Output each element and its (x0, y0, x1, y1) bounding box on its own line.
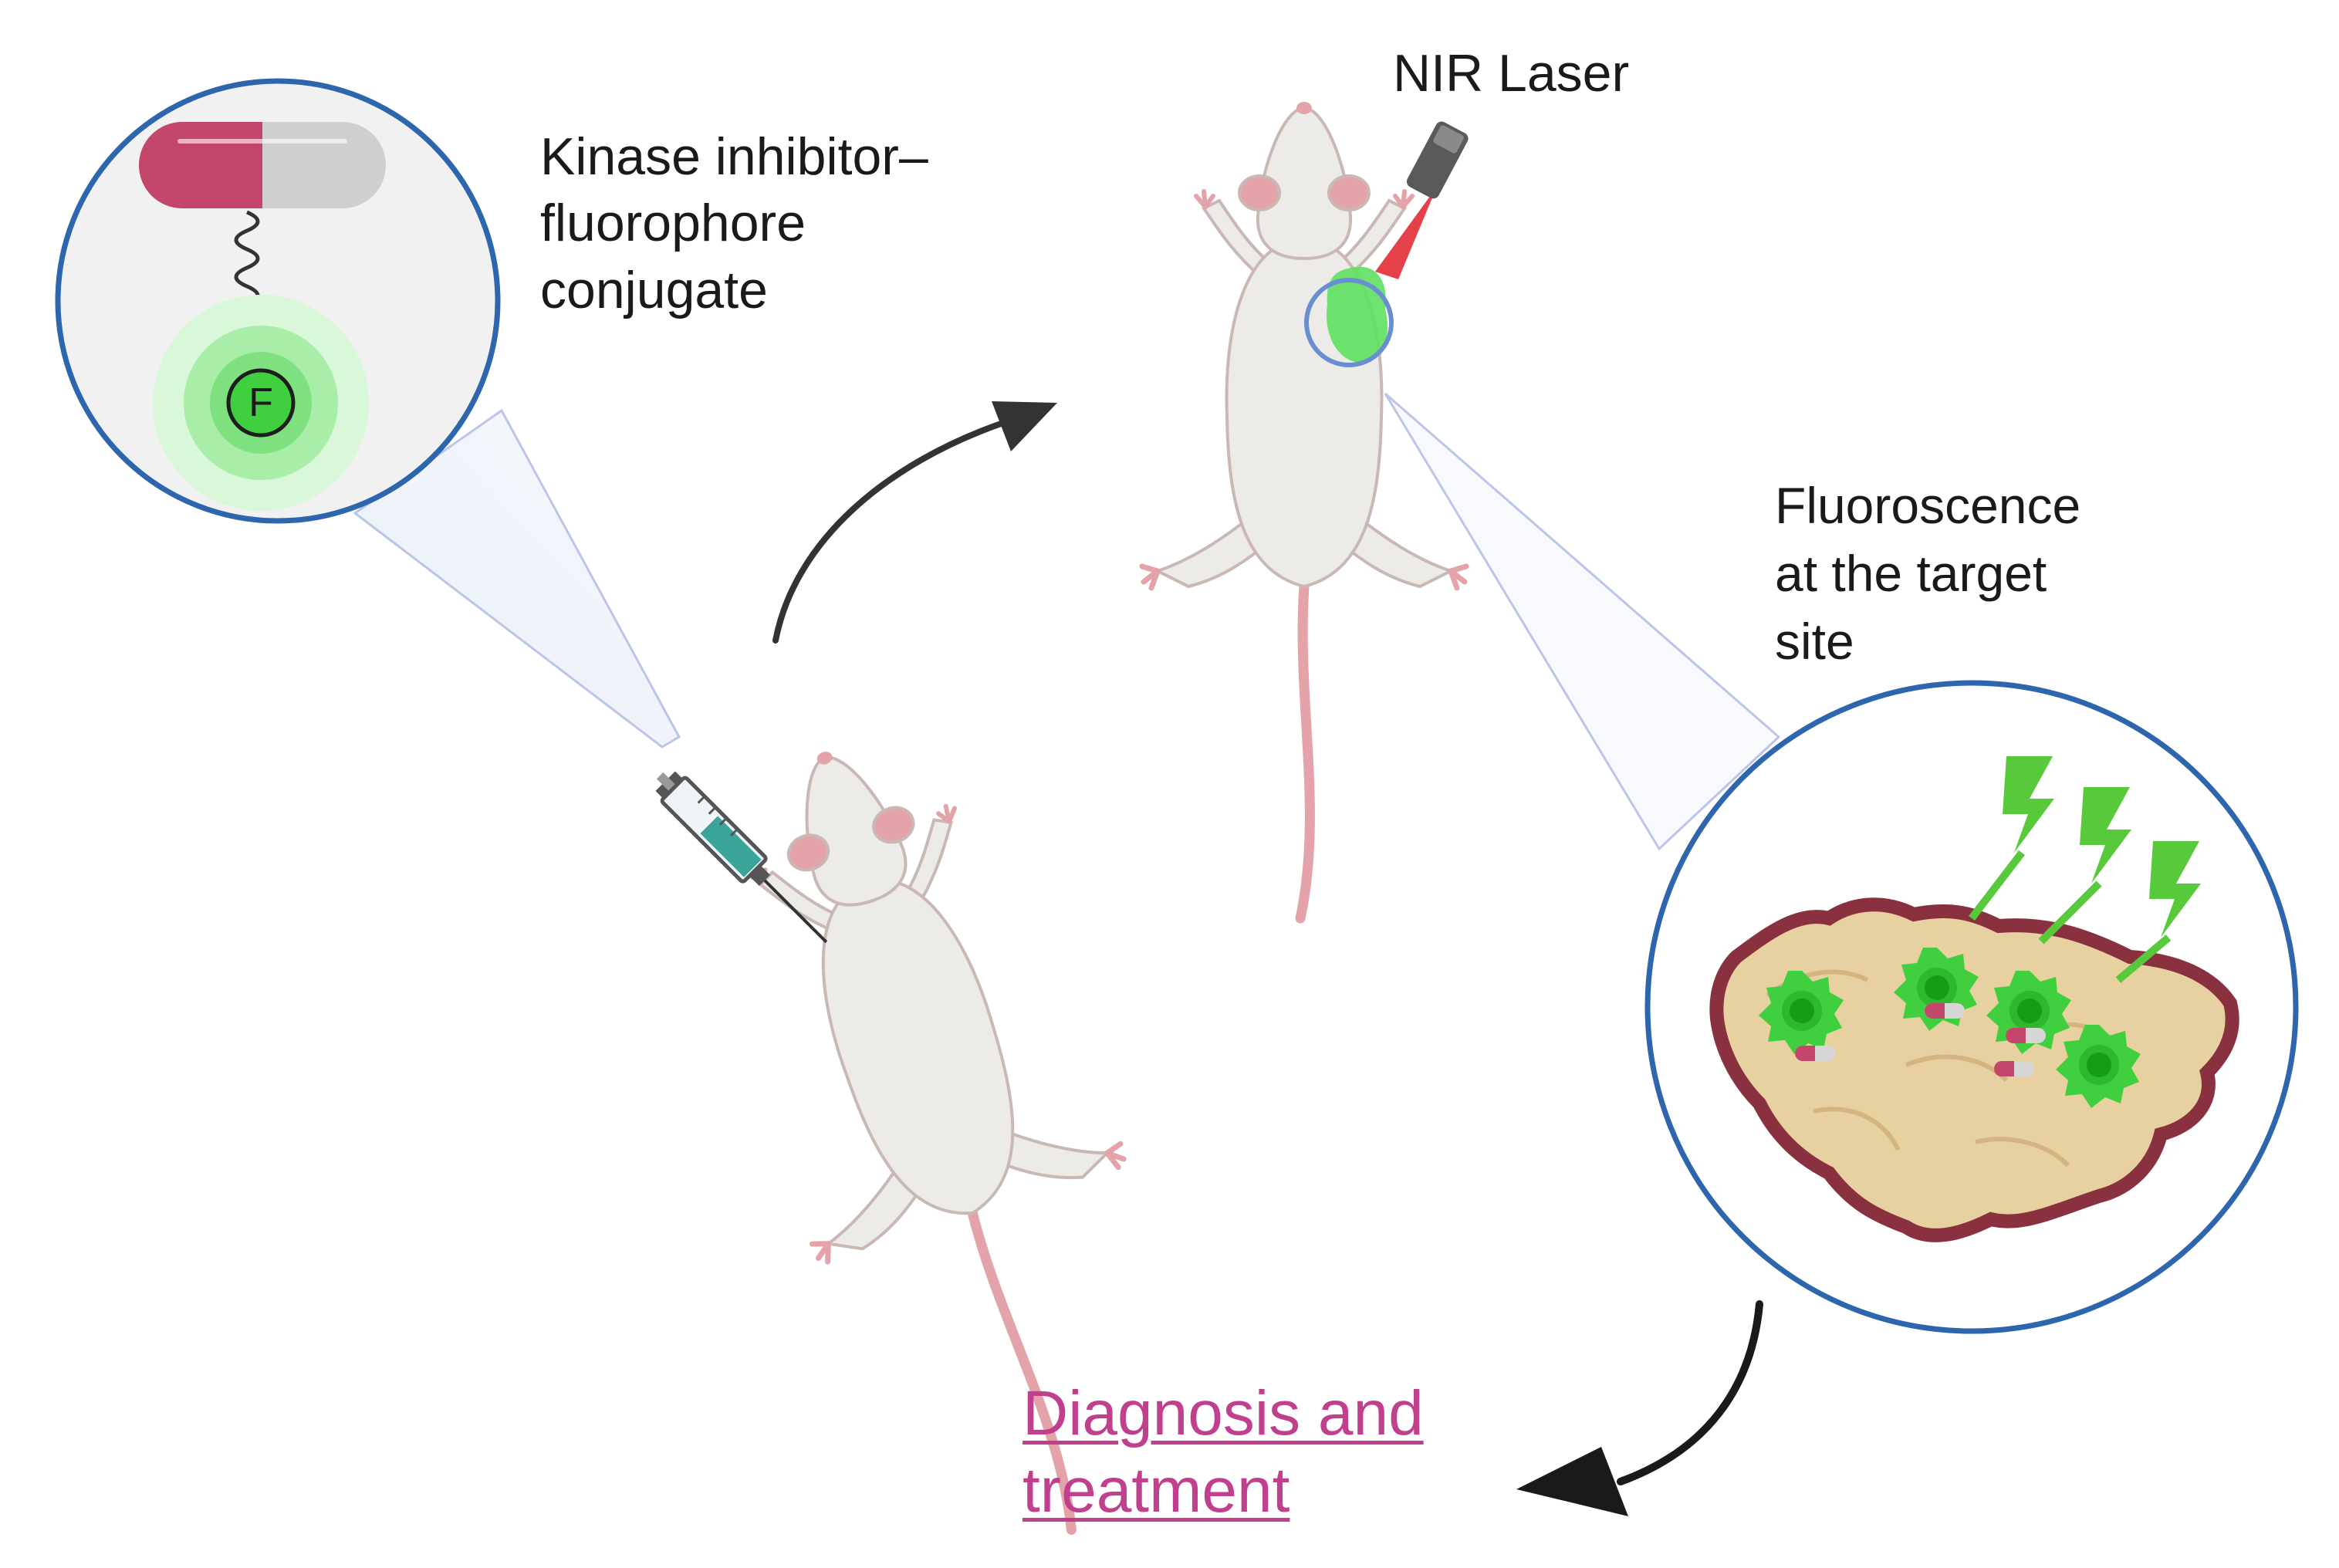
label-line: conjugate (540, 260, 768, 319)
fluorescence-spot (1327, 266, 1388, 363)
tissue-circle (1644, 680, 2299, 1334)
label-line: site (1775, 612, 1854, 670)
laser-label: NIR Laser (1393, 44, 1630, 103)
magnification-beam-right (1384, 392, 1781, 851)
label-line: at the target (1775, 544, 2047, 602)
label-line[interactable]: Diagnosis and (1022, 1378, 1424, 1448)
arrow-to-outcome (1516, 1300, 1763, 1516)
capsule-icon (1994, 1061, 2034, 1076)
label-line[interactable]: treatment (1022, 1455, 1290, 1526)
label-line: Fluoroscence (1775, 477, 2081, 534)
laser-icon (1375, 121, 1469, 279)
label-line: fluorophore (540, 194, 806, 253)
conjugate-circle (55, 78, 501, 524)
capsule-icon (1925, 1003, 1965, 1019)
syringe-icon (655, 771, 828, 944)
fluorescence-label: Fluoroscence at the target site (1775, 472, 2080, 675)
label-line: Kinase inhibitor– (540, 127, 928, 186)
arrow-to-imaging (772, 401, 1057, 644)
capsule-icon (139, 122, 386, 208)
capsule-icon (1795, 1046, 1835, 1061)
fluorophore-icon (153, 295, 369, 511)
target-site-marker (1304, 278, 1394, 367)
magnification-beam (353, 408, 681, 749)
fluorophore-letter: F (248, 380, 273, 425)
conjugate-label: Kinase inhibitor– fluorophore conjugate (540, 123, 928, 323)
outcome-link[interactable]: Diagnosis and treatment (1022, 1375, 1424, 1529)
capsule-icon (2006, 1028, 2046, 1043)
